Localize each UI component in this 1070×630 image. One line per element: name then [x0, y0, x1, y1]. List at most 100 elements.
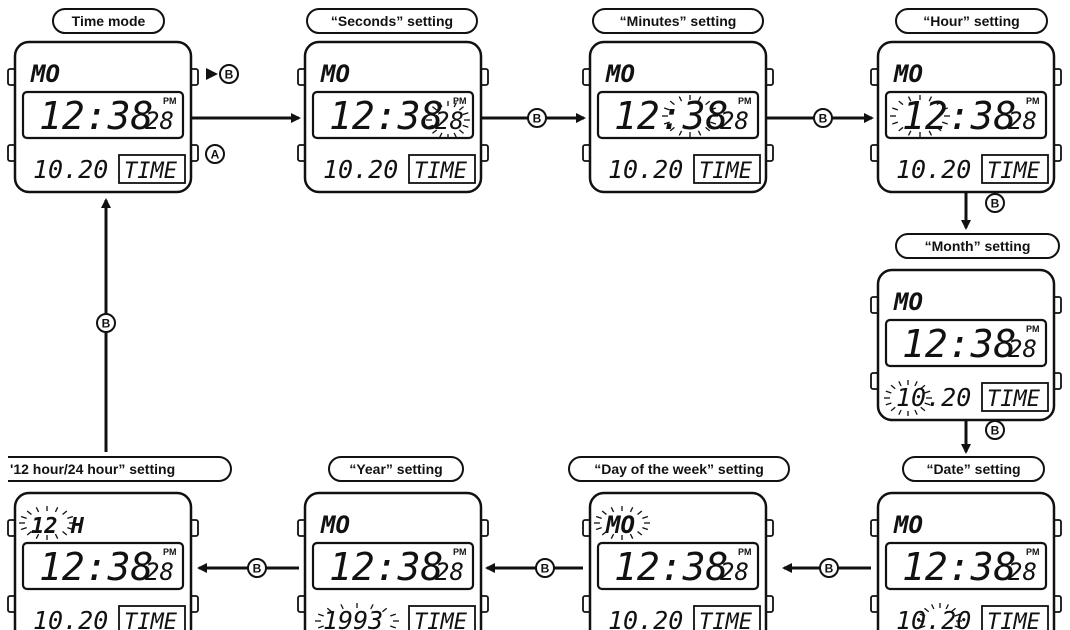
pm-indicator: PM	[1026, 324, 1040, 334]
time-readout: 12:38	[39, 94, 153, 138]
seconds-readout: 28	[1008, 558, 1037, 586]
day-of-week-readout: MO	[30, 60, 60, 88]
label-date-setting: “Date” setting	[902, 456, 1045, 482]
day-of-week-readout: MO	[893, 288, 923, 316]
svg-text:B: B	[541, 562, 550, 576]
mode-indicator-text: TIME	[987, 387, 1041, 412]
day-of-week-readout: MO	[893, 60, 923, 88]
label-hour-setting: “Hour” setting	[895, 8, 1048, 34]
svg-text:B: B	[991, 424, 1000, 438]
svg-text:B: B	[102, 317, 111, 331]
day-of-week-readout: MO	[320, 60, 350, 88]
label-minutes-setting: “Minutes” setting	[592, 8, 764, 34]
mode-indicator-box	[981, 605, 1049, 630]
seconds-readout: 28	[145, 107, 174, 135]
button-a-callout-icon: A	[205, 144, 225, 164]
day-of-week-readout: MO	[605, 511, 635, 539]
mode-indicator-box	[981, 154, 1049, 184]
date-readout: 10.20	[33, 606, 108, 630]
svg-text:B: B	[991, 197, 1000, 211]
blink-marks	[315, 603, 399, 630]
time-readout: 12:38	[614, 94, 728, 138]
seconds-readout: 28	[1008, 107, 1037, 135]
mode-indicator-text: TIME	[699, 610, 753, 630]
pm-indicator: PM	[453, 547, 467, 557]
label-day-of-week-setting: “Day of the week” setting	[568, 456, 790, 482]
watch-display-band	[596, 90, 760, 140]
svg-text:B: B	[533, 112, 542, 126]
blink-marks	[594, 506, 650, 540]
date-readout: 10.20	[896, 155, 971, 184]
mode-indicator-box	[118, 605, 186, 630]
date-readout: 1993	[323, 606, 383, 630]
watch-display-band	[311, 90, 475, 140]
label-month-setting: “Month” setting	[895, 233, 1060, 259]
mode-indicator-box	[981, 382, 1049, 412]
seconds-readout: 28	[1008, 335, 1037, 363]
pm-indicator: PM	[1026, 547, 1040, 557]
mode-indicator-box	[118, 154, 186, 184]
mode-indicator-text: TIME	[699, 159, 753, 184]
time-readout: 12:38	[902, 545, 1016, 589]
svg-text:B: B	[825, 562, 834, 576]
blink-marks	[19, 506, 75, 540]
watch-display-band	[311, 541, 475, 591]
button-b-icon: B	[247, 558, 267, 578]
time-readout: 12:38	[902, 322, 1016, 366]
time-readout: 12:38	[39, 545, 153, 589]
pm-indicator: PM	[738, 547, 752, 557]
seconds-readout: 28	[720, 558, 749, 586]
day-of-week-readout: 12 H	[31, 514, 85, 539]
mode-indicator-text: TIME	[414, 159, 468, 184]
watch-display-band	[21, 90, 185, 140]
button-b-icon: B	[813, 108, 833, 128]
button-b-icon: B	[527, 108, 547, 128]
pm-indicator: PM	[163, 96, 177, 106]
pm-indicator: PM	[163, 547, 177, 557]
svg-text:B: B	[225, 68, 234, 82]
button-b-icon: B	[985, 420, 1005, 440]
svg-text:B: B	[819, 112, 828, 126]
button-b-icon: B	[96, 313, 116, 333]
mode-indicator-box	[693, 605, 761, 630]
mode-indicator-text: TIME	[987, 610, 1041, 630]
watch-display-band	[21, 541, 185, 591]
blink-marks	[662, 95, 718, 137]
button-b-callout-icon: B	[219, 64, 239, 84]
watch-display-band	[884, 541, 1048, 591]
mode-indicator-box	[693, 154, 761, 184]
blink-marks	[890, 95, 950, 137]
seconds-readout: 28	[145, 558, 174, 586]
watch-display-band	[884, 90, 1048, 140]
mode-indicator-text: TIME	[414, 610, 468, 630]
seconds-readout: 28	[435, 558, 464, 586]
time-readout: 12:38	[329, 94, 443, 138]
date-readout: 10.20	[323, 155, 398, 184]
time-readout: 12:38	[614, 545, 728, 589]
label-12-24-hour-setting: '12 hour/24 hour” setting	[8, 456, 232, 482]
svg-text:A: A	[211, 148, 220, 162]
mode-indicator-text: TIME	[124, 159, 178, 184]
label-time-mode: Time mode	[52, 8, 165, 34]
date-readout: 10.20	[896, 606, 971, 630]
day-of-week-readout: MO	[893, 511, 923, 539]
seconds-readout: 28	[720, 107, 749, 135]
time-readout: 12:38	[329, 545, 443, 589]
button-b-icon: B	[985, 193, 1005, 213]
label-year-setting: “Year” setting	[328, 456, 464, 482]
mode-indicator-box	[408, 154, 476, 184]
watch-display-band	[596, 541, 760, 591]
watch-display-band	[884, 318, 1048, 368]
mode-indicator-text: TIME	[124, 610, 178, 630]
mode-indicator-text: TIME	[987, 159, 1041, 184]
time-readout: 12:38	[902, 94, 1016, 138]
